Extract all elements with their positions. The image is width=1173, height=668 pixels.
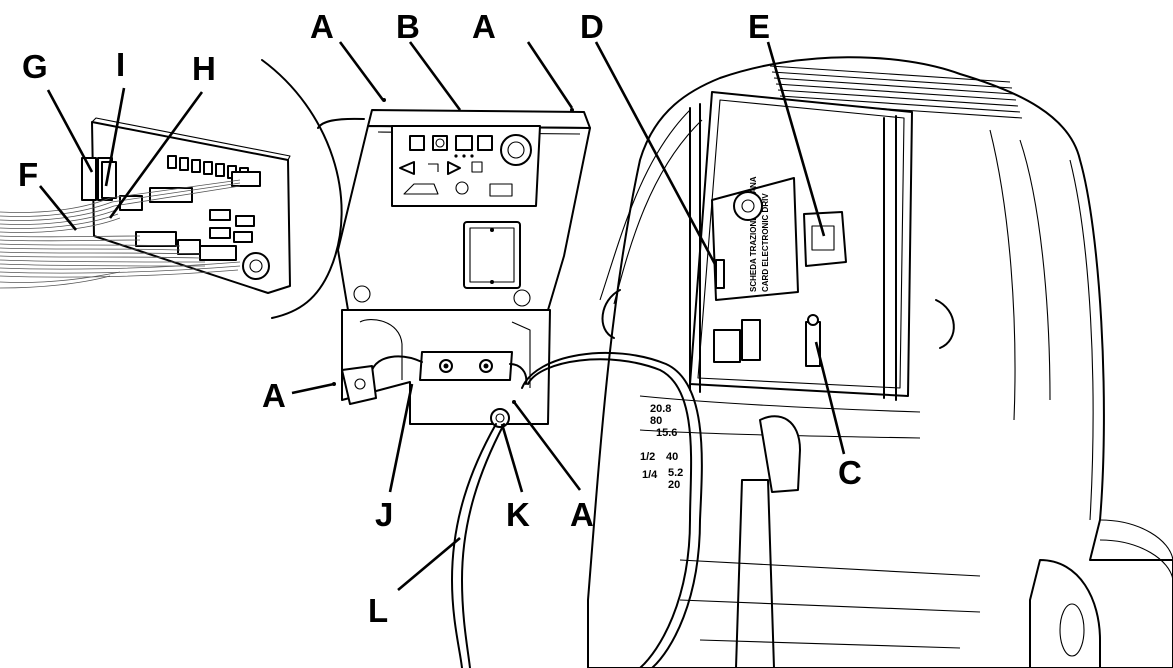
circuit-board-detail	[0, 59, 365, 319]
handle-lever	[759, 415, 801, 493]
callout-a-top-left: A	[310, 8, 334, 45]
scale-value-5: 40	[666, 451, 678, 463]
callout-a-left: A	[262, 377, 286, 414]
scale-value-2: 80	[650, 415, 662, 427]
callout-g: G	[22, 48, 48, 85]
board-stencil-2: CARD ELECTRONIC DRIV	[761, 193, 770, 292]
board-connector-d	[715, 259, 725, 289]
scale-value-7: 5.2	[668, 467, 683, 479]
callout-k: K	[506, 496, 530, 533]
callout-labels: A B A D E C A J K A F G I H L	[18, 8, 862, 629]
scale-value-1: 20.8	[650, 403, 671, 415]
terminal-block	[419, 351, 513, 381]
scale-value-8: 20	[668, 479, 680, 491]
panel-window	[463, 221, 521, 289]
connection-cable	[527, 358, 693, 668]
callout-l: L	[368, 592, 388, 629]
callout-a-top-right: A	[472, 8, 496, 45]
callout-h: H	[192, 50, 216, 87]
scale-value-6: 1/4	[642, 469, 658, 481]
key-switch	[500, 134, 532, 166]
relay-1	[713, 329, 741, 363]
fuse-c	[805, 321, 821, 367]
callout-e: E	[748, 8, 770, 45]
callout-d: D	[580, 8, 604, 45]
steering-column	[735, 479, 775, 668]
power-cable	[451, 423, 497, 668]
panel-indicators	[399, 134, 532, 197]
top-vent-grille	[769, 65, 1023, 119]
scale-value-3: 15.6	[656, 427, 677, 439]
callout-j: J	[375, 496, 393, 533]
callout-i: I	[116, 46, 125, 83]
board-capacitor	[242, 252, 270, 280]
board-stencil-1: SCHEDA TRAZIONE ITALIANA	[749, 176, 758, 292]
connector-f	[81, 157, 97, 201]
component-e	[803, 211, 847, 267]
callout-a-bottom: A	[570, 496, 594, 533]
callout-f: F	[18, 156, 38, 193]
cable-grommet	[490, 408, 510, 428]
control-panel-assembly	[332, 98, 591, 668]
wire-harness	[0, 179, 241, 289]
relay-2	[741, 319, 761, 361]
leader-lines	[38, 41, 846, 591]
machine-body: SCHEDA TRAZIONE ITALIANA CARD ELECTRONIC…	[521, 56, 1173, 668]
callout-c: C	[838, 454, 862, 491]
callout-b: B	[396, 8, 420, 45]
scale-value-4: 1/2	[640, 451, 655, 463]
detail-magnifier-arc	[261, 59, 343, 319]
speed-scale: 20.8 80 15.6 1/2 40 1/4 5.2 20	[640, 403, 683, 491]
